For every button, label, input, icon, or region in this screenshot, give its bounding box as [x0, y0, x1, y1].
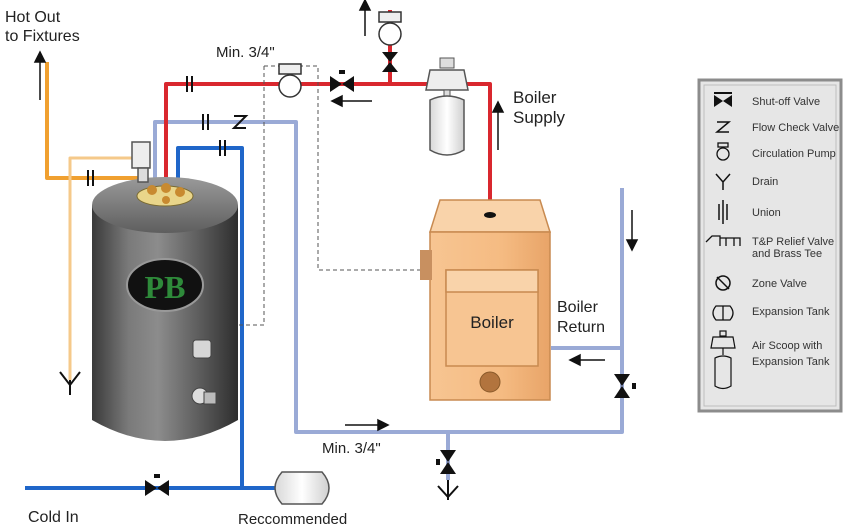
legend-air-scoop-icon [710, 330, 736, 390]
legend-label: Air Scoop with [752, 340, 822, 352]
hot-out-label-line1: Hot Out [5, 9, 61, 26]
legend-zone-valve-icon [715, 275, 731, 291]
hot-water-pipe [45, 62, 142, 180]
legend-label: T&P Relief Valve [752, 236, 834, 248]
shutoff-valve-return [614, 374, 636, 398]
cold-in-label: Cold In [28, 509, 79, 526]
flow-arrows [33, 0, 639, 432]
circulation-pump-upper [378, 11, 402, 46]
drain-left [59, 371, 81, 395]
shutoff-valve-supply [330, 70, 354, 92]
boiler: Boiler [420, 199, 552, 401]
indirect-water-heater: PB [92, 177, 238, 441]
legend-label: Circulation Pump [752, 148, 836, 160]
shutoff-valve-upper [382, 52, 398, 72]
legend-label: Union [752, 207, 781, 219]
union-fittings [87, 76, 226, 186]
legend-label: Zone Valve [752, 278, 807, 290]
heater-logo: PB [145, 269, 186, 305]
min-size-label-top: Min. 3/4" [216, 44, 275, 61]
sensor-wire [204, 65, 432, 340]
legend-label: Expansion Tank [752, 306, 830, 318]
legend-label: and Brass Tee [752, 248, 822, 260]
recommended-label: Reccommended [238, 511, 347, 528]
legend-union-icon [718, 200, 728, 224]
legend-drain-icon [715, 173, 731, 190]
boiler-return-label-line2: Return [557, 319, 605, 336]
legend-label: Flow Check Valve [752, 122, 839, 134]
tp-relief-valve [131, 141, 151, 183]
hot-out-label-line2: to Fixtures [5, 28, 80, 45]
circulation-pump [278, 63, 302, 98]
legend-shutoff-valve-icon [714, 92, 732, 107]
hot-branch-pipe [68, 156, 142, 380]
min-size-label-bottom: Min. 3/4" [322, 440, 381, 457]
boiler-return-label-line1: Boiler [557, 299, 599, 316]
legend-label: Shut-off Valve [752, 96, 820, 108]
air-scoop [425, 57, 469, 156]
legend-tp-relief-valve-icon [705, 235, 741, 246]
legend-label: Expansion Tank [752, 356, 830, 368]
shutoff-valve-cold [145, 474, 169, 496]
legend-flow-check-valve-icon [714, 121, 732, 133]
boiler-supply-label-line2: Supply [513, 108, 565, 127]
boiler-supply-label-line1: Boiler [513, 88, 557, 107]
legend: Shut-off Valve Flow Check Valve Circulat… [697, 78, 843, 413]
boiler-label: Boiler [470, 313, 514, 332]
flow-check-valve [231, 115, 249, 129]
drain-bottom [437, 480, 459, 500]
legend-circulation-pump-icon [716, 142, 730, 161]
legend-expansion-tank-icon [712, 305, 734, 321]
legend-label: Drain [752, 176, 778, 188]
expansion-tank-cold [274, 471, 330, 505]
shutoff-valve-drain [436, 450, 456, 474]
